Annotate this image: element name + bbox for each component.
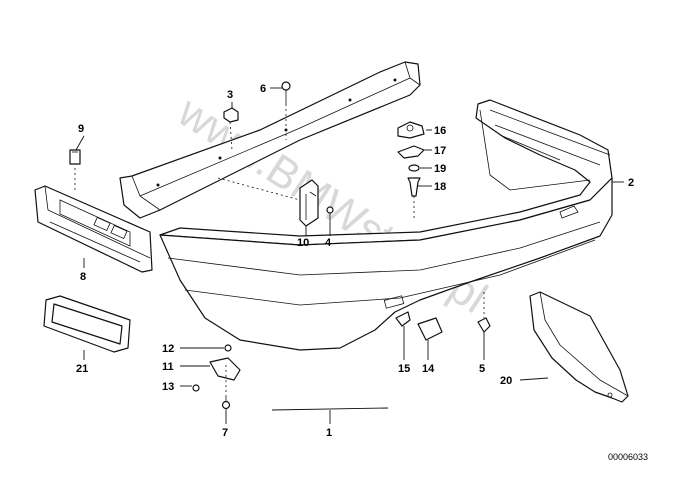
callout-12: 12 [162, 343, 174, 355]
license-plate-bracket [34, 185, 153, 273]
mounting-bracket [299, 179, 319, 227]
callout-13: 13 [162, 381, 174, 393]
callout-18: 18 [434, 181, 446, 193]
bracket-15 [395, 311, 411, 327]
bumper-shell [159, 99, 613, 351]
callout-9: 9 [78, 123, 84, 135]
bumper-carrier-bar [119, 61, 421, 219]
hardware-19 [408, 164, 420, 172]
side-panel-guide [529, 291, 629, 403]
callout-17: 17 [434, 145, 446, 157]
diagram-id: 00006033 [608, 452, 648, 462]
callout-15: 15 [398, 363, 410, 375]
reflector-frame [43, 295, 131, 353]
callout-2: 2 [628, 177, 634, 189]
callout-4: 4 [325, 237, 332, 249]
screw-6 [281, 81, 291, 104]
callout-20: 20 [500, 375, 512, 387]
screw-4 [326, 206, 334, 222]
screw-13 [192, 384, 200, 392]
callout-7: 7 [222, 427, 228, 439]
callout-11: 11 [162, 361, 174, 373]
callout-21: 21 [76, 363, 88, 375]
assembly-lines [74, 104, 485, 395]
callout-5: 5 [479, 363, 485, 375]
clip-12 [224, 344, 232, 352]
callout-14: 14 [422, 363, 435, 375]
cover-14 [417, 317, 443, 341]
callout-10: 10 [297, 237, 309, 249]
clip-5 [477, 317, 491, 333]
screw-7 [221, 395, 231, 410]
callout-6: 6 [260, 83, 266, 95]
hardware-18 [407, 177, 421, 197]
callout-16: 16 [434, 125, 446, 137]
callouts: 1 2 3 4 5 6 7 8 9 10 11 12 13 14 15 16 1… [76, 83, 634, 439]
callout-8: 8 [80, 271, 86, 283]
hardware-16 [397, 121, 425, 139]
leader-lines [75, 87, 624, 424]
callout-1: 1 [326, 427, 332, 439]
hardware-17 [397, 145, 425, 159]
callout-19: 19 [434, 163, 446, 175]
clip-11 [209, 357, 241, 381]
clip-part [69, 149, 81, 165]
callout-3: 3 [227, 89, 233, 101]
